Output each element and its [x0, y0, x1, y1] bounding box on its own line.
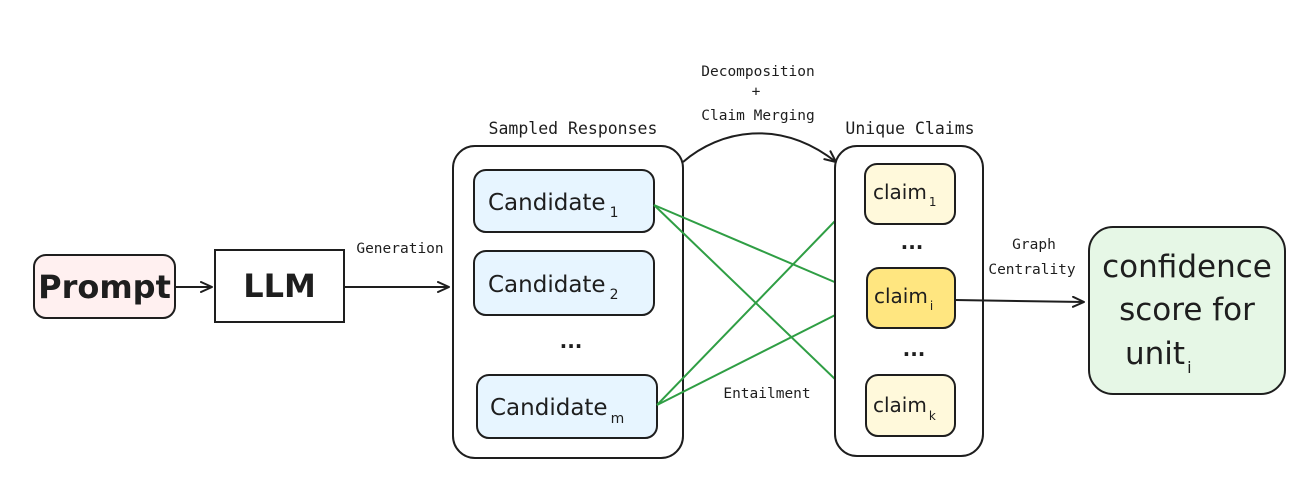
prompt-node: Prompt [33, 254, 176, 319]
decomposition-arrow [682, 132, 837, 163]
graph-centrality-label-line1: Graph [1012, 237, 1056, 253]
unique-claims-title: Unique Claims [845, 119, 974, 138]
edge-candidatem-claim1 [656, 189, 866, 406]
candidate-1-box [473, 169, 655, 233]
llm-box [214, 249, 345, 323]
confidence-line1: confidence [1102, 249, 1272, 285]
claims-ellipsis-top: ... [901, 230, 924, 254]
decomposition-label-line1: Decomposition [701, 64, 815, 80]
claim-i-box [866, 267, 956, 329]
entailment-edges [653, 189, 866, 407]
prompt-label: Prompt [38, 268, 171, 306]
claim-k-box [865, 374, 956, 437]
candidate-m-box [476, 374, 658, 439]
generation-label: Generation [356, 241, 443, 257]
claims-ellipsis-bottom: ... [903, 337, 926, 361]
claim-1-box [864, 163, 956, 225]
entailment-label: Entailment [723, 386, 810, 402]
graph-centrality-label-line2: Centrality [988, 262, 1076, 278]
confidence-box [1088, 226, 1286, 395]
decomposition-label-line2: + [752, 84, 761, 100]
llm-label: LLM [243, 267, 316, 305]
decomposition-label-line3: Claim Merging [701, 108, 815, 124]
candidates-ellipsis: ... [560, 329, 583, 353]
graph-centrality-arrow [954, 295, 1085, 308]
prompt-box [33, 254, 176, 319]
confidence-line2: score for [1119, 292, 1255, 328]
edge-candidate1-claimi [653, 204, 866, 296]
edge-candidatem-claimi [656, 299, 866, 406]
sampled-responses-title: Sampled Responses [489, 119, 658, 138]
edge-candidate1-claimk [653, 204, 864, 407]
llm-node: LLM [214, 249, 345, 323]
candidate-2-box [473, 250, 655, 316]
